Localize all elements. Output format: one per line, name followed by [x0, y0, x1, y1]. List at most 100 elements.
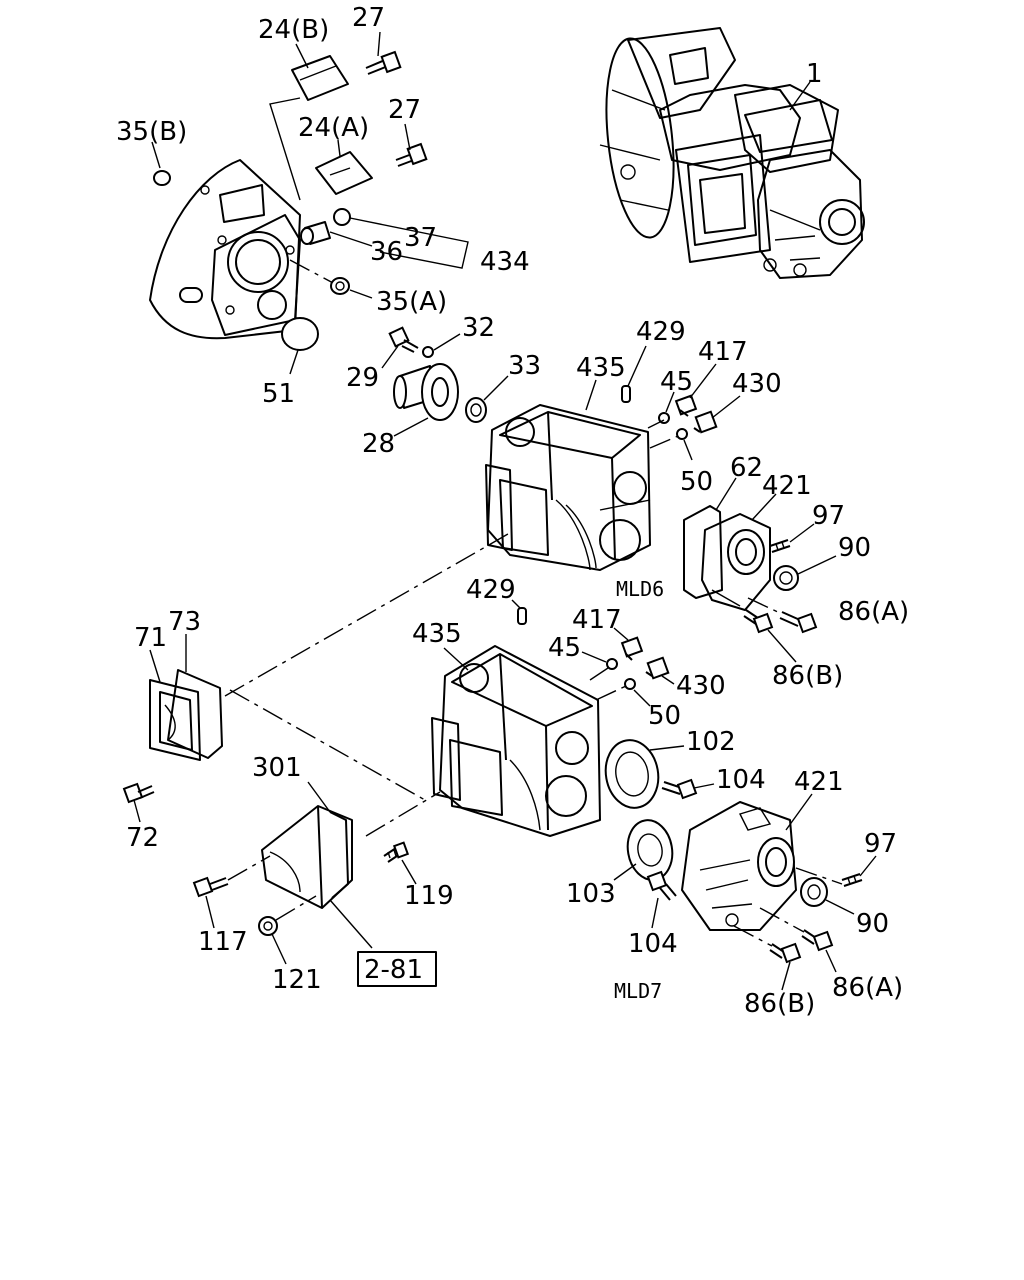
label-35b: 35(B) [116, 117, 187, 147]
leader-430a [711, 395, 741, 419]
seal-33 [465, 397, 487, 423]
label-24a: 24(A) [298, 113, 369, 143]
plug-430b [645, 656, 670, 680]
label-36: 36 [370, 237, 403, 267]
leader-24b-link [269, 97, 301, 201]
extension-housing-421b [681, 801, 797, 931]
leader-430b [661, 675, 675, 685]
leader-86b2 [781, 961, 791, 991]
leader-50a [683, 439, 693, 461]
label-435-lower: 435 [412, 619, 462, 649]
bolt-86a1 [779, 611, 818, 634]
label-90-lower: 90 [856, 909, 889, 939]
centerline-45a [647, 419, 665, 429]
leader-27a [377, 31, 381, 57]
label-421-upper: 421 [762, 471, 812, 501]
centerline-45b [589, 667, 609, 681]
label-1: 1 [806, 59, 823, 89]
leader-97a [789, 523, 815, 543]
label-434: 434 [480, 247, 530, 277]
leader-102 [649, 745, 685, 751]
dowel-36 [300, 221, 331, 245]
bush-37 [333, 208, 351, 226]
label-50-upper: 50 [680, 467, 713, 497]
label-103: 103 [566, 879, 616, 909]
bolt-27-lower [395, 142, 428, 167]
bolt-97b [841, 873, 863, 887]
leader-62 [715, 477, 737, 511]
pin-429b [517, 607, 527, 625]
oring-45b [606, 658, 618, 670]
label-97-lower: 97 [864, 829, 897, 859]
centerline-86b2 [733, 925, 773, 947]
leader-33 [483, 375, 509, 401]
label-72: 72 [126, 823, 159, 853]
seal-90a [773, 565, 799, 591]
leader-417b [613, 627, 629, 641]
part-24b [291, 55, 349, 101]
label-430-lower: 430 [676, 671, 726, 701]
extension-housing-421a [701, 513, 771, 611]
seal-90b [800, 877, 828, 907]
leader-51 [289, 349, 299, 375]
leader-117 [205, 895, 215, 929]
bolt-86b1 [743, 609, 774, 634]
label-71: 71 [134, 623, 167, 653]
label-33: 33 [508, 351, 541, 381]
nut-35a [330, 277, 350, 295]
leader-97b [859, 855, 877, 877]
label-27-upper: 27 [352, 3, 385, 33]
label-97-upper: 97 [812, 501, 845, 531]
leader-72 [133, 799, 141, 823]
leader-37-434 [349, 217, 469, 269]
label-421-lower: 421 [794, 767, 844, 797]
leader-71 [149, 649, 161, 683]
bolt-97a [769, 539, 791, 553]
label-32: 32 [462, 313, 495, 343]
label-104-upper: 104 [716, 765, 766, 795]
leader-301 [307, 781, 331, 813]
leader-104a [693, 783, 715, 789]
label-86a-lower: 86(A) [832, 973, 903, 1003]
nut-121 [258, 916, 278, 936]
centerline-121 [275, 895, 317, 921]
label-45-upper: 45 [660, 367, 693, 397]
label-86b-lower: 86(B) [744, 989, 815, 1019]
transmission-assembly [599, 27, 865, 279]
gasket-102 [604, 739, 660, 809]
cover-71 [149, 679, 201, 761]
label-90-upper: 90 [838, 533, 871, 563]
label-24b: 24(B) [258, 15, 329, 45]
label-27-lower: 27 [388, 95, 421, 125]
leader-421b [785, 793, 813, 831]
ref-box-2-81 [357, 951, 437, 987]
transmission-case-mld7 [431, 645, 601, 837]
label-417-upper: 417 [698, 337, 748, 367]
leader-435a [585, 379, 597, 411]
leader-24a [337, 139, 341, 157]
leader-421a [751, 493, 777, 521]
label-117: 117 [198, 927, 248, 957]
leader-119 [401, 859, 417, 885]
label-29: 29 [346, 363, 379, 393]
leader-90b [825, 899, 855, 915]
label-417-lower: 417 [572, 605, 622, 635]
leader-27b [404, 123, 411, 151]
label-37: 37 [404, 223, 437, 253]
label-102: 102 [686, 727, 736, 757]
label-28: 28 [362, 429, 395, 459]
leader-45b [581, 651, 607, 663]
label-121: 121 [272, 965, 322, 995]
plug-417b [620, 636, 644, 661]
label-301: 301 [252, 753, 302, 783]
pin-429a [621, 385, 631, 403]
centerline-50a [649, 435, 679, 449]
oring-50b [624, 678, 636, 690]
bolt-117 [192, 876, 229, 898]
top-cover-301 [261, 805, 353, 909]
centerline-86a1 [747, 597, 783, 615]
centerline-50b [595, 685, 627, 701]
label-2-81: 2-81 [364, 955, 423, 985]
leader-24b [295, 43, 309, 69]
